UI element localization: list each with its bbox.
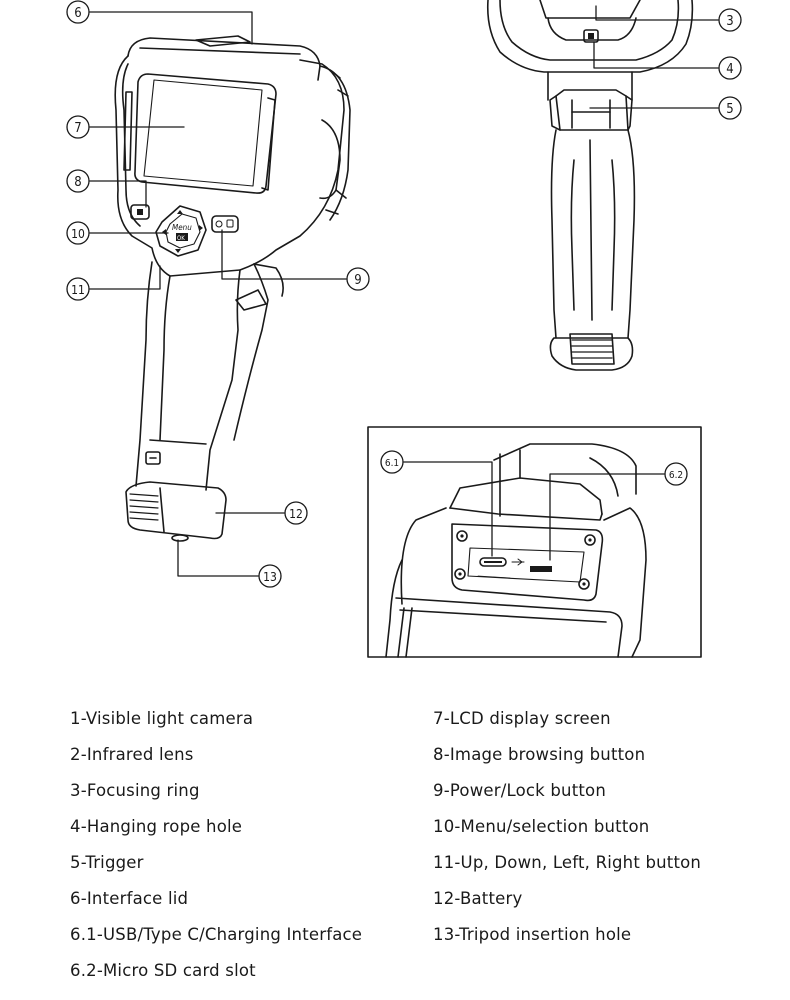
back-view <box>486 0 694 371</box>
callout-markers: 6 7 8 10 11 9 12 13 3 4 5 6.1 6.2 <box>66 0 742 588</box>
legend-item-7: 7-LCD display screen <box>433 709 611 728</box>
callout-7: 7 <box>66 115 90 139</box>
legend-item-4: 4-Hanging rope hole <box>70 817 243 836</box>
callout-12: 12 <box>284 501 308 525</box>
callout-6-1: 6.1 <box>380 450 404 474</box>
svg-text:10: 10 <box>71 227 85 241</box>
callout-13: 13 <box>258 564 282 588</box>
callout-6: 6 <box>66 0 90 24</box>
svg-text:11: 11 <box>71 283 85 297</box>
legend-item-6-2: 6.2-Micro SD card slot <box>70 961 256 980</box>
callout-9: 9 <box>346 267 370 291</box>
callout-10: 10 <box>66 221 90 245</box>
callout-3: 3 <box>718 8 742 32</box>
legend-item-6-1: 6.1-USB/Type C/Charging Interface <box>70 925 363 944</box>
legend-item-11: 11-Up, Down, Left, Right button <box>433 853 702 872</box>
svg-text:6.1: 6.1 <box>385 458 399 469</box>
legend-item-3: 3-Focusing ring <box>70 781 200 800</box>
svg-text:6.2: 6.2 <box>669 470 683 481</box>
callout-11: 11 <box>66 277 90 301</box>
legend-item-1: 1-Visible light camera <box>70 709 254 728</box>
legend-item-10: 10-Menu/selection button <box>433 817 650 836</box>
svg-text:9: 9 <box>354 273 361 288</box>
svg-text:12: 12 <box>289 507 303 521</box>
thermal-camera-diagram: Menu OK <box>66 0 742 658</box>
interface-inset <box>367 426 702 658</box>
svg-text:8: 8 <box>74 175 81 190</box>
callout-8: 8 <box>66 169 90 193</box>
legend-item-6: 6-Interface lid <box>70 889 189 908</box>
legend-item-2: 2-Infrared lens <box>70 745 194 764</box>
leader-lines <box>89 5 719 577</box>
svg-text:3: 3 <box>726 14 733 29</box>
svg-text:5: 5 <box>726 102 733 117</box>
callout-5: 5 <box>718 96 742 120</box>
front-view: Menu OK <box>114 35 351 542</box>
menu-key-label: Menu <box>172 223 192 232</box>
svg-text:4: 4 <box>726 62 733 77</box>
svg-text:6: 6 <box>74 6 81 21</box>
legend-item-8: 8-Image browsing button <box>433 745 646 764</box>
legend-item-5: 5-Trigger <box>70 853 144 872</box>
callout-4: 4 <box>718 56 742 80</box>
legend-item-12: 12-Battery <box>433 889 523 908</box>
svg-text:7: 7 <box>74 121 81 136</box>
legend-item-13: 13-Tripod insertion hole <box>433 925 632 944</box>
svg-text:13: 13 <box>263 570 277 584</box>
ok-key-label: OK <box>177 235 185 242</box>
callout-6-2: 6.2 <box>664 462 688 486</box>
legend-item-9: 9-Power/Lock button <box>433 781 606 800</box>
